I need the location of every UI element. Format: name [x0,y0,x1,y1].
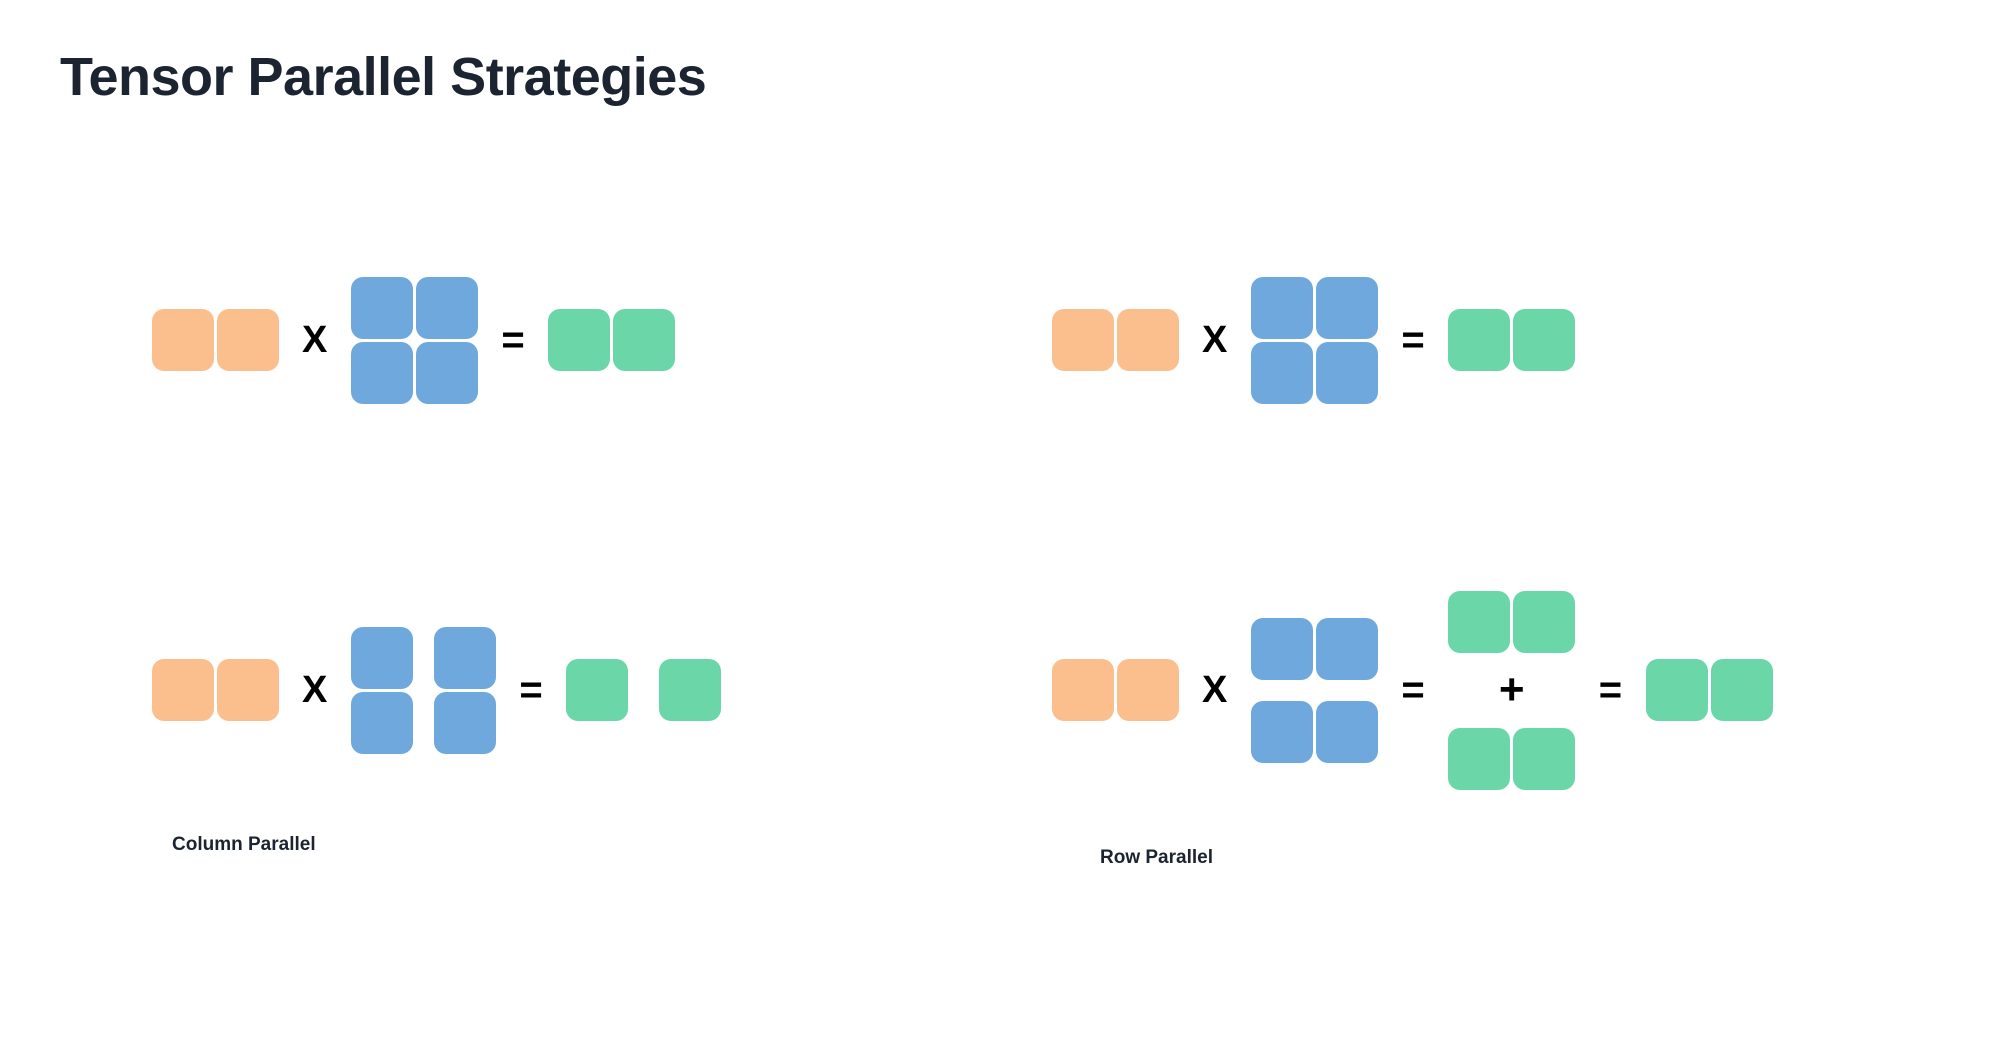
matrix-cell-blue [1315,276,1378,339]
matrix-row [1447,589,1577,654]
matrix-partial-output-bottom [1447,726,1577,791]
matrix-input-activation [1050,658,1180,723]
matrix-cell-green [1513,727,1576,790]
matrix-cell-green [659,659,722,721]
matrix-row [1050,658,1180,723]
matrix-row [1249,699,1379,764]
matrix-row [1447,726,1577,791]
diagram-column-parallel-unsharded: X = [150,270,677,410]
matrix-input-activation [150,308,280,373]
matrix-row [150,308,280,373]
page-title: Tensor Parallel Strategies [60,47,707,107]
matrix-cell-blue [1315,617,1378,680]
matrix-cell-blue [1250,700,1313,763]
matrix-cell-blue [350,626,413,689]
matrix-cell-green [566,659,629,721]
matrix-output-activation [547,308,677,373]
matrix-output-activation [1447,308,1577,373]
operator-equals: = [1401,668,1425,712]
operator-multiply: X [1202,669,1228,711]
operator-plus: + [1498,665,1525,714]
matrix-input-activation [1050,308,1180,373]
matrix-cell-green [1710,659,1773,721]
matrix-cell-orange [1116,309,1179,371]
matrix-cell-green [1448,590,1511,653]
matrix-cell-orange [216,659,279,721]
matrix-weights-row-sharded [1249,616,1379,764]
operator-multiply: X [302,669,328,711]
matrix-cell-blue [1315,700,1378,763]
matrix-row [150,658,280,723]
matrix-cell-orange [1116,659,1179,721]
operator-equals: = [519,668,543,712]
matrix-cell-green [1448,309,1511,371]
matrix-cell-blue [433,626,496,689]
matrix-row [349,275,479,340]
matrix-input-activation [150,658,280,723]
caption-column-parallel: Column Parallel [172,834,316,855]
matrix-cell-green [1448,727,1511,790]
matrix-row [565,658,723,723]
matrix-cell-blue [1250,276,1313,339]
matrix-cell-orange [1051,309,1114,371]
matrix-row [1249,275,1379,340]
caption-row-parallel: Row Parallel [1100,847,1213,868]
matrix-row [547,308,677,373]
matrix-weights [349,275,479,405]
matrix-cell-orange [151,309,214,371]
matrix-row [1447,308,1577,373]
diagram-column-parallel-sharded: X = [150,620,723,760]
matrix-cell-green [1645,659,1708,721]
matrix-output-column-sharded [565,658,723,723]
equation-row: X = [1050,270,1577,410]
operator-multiply: X [302,319,328,361]
operator-equals-final: = [1598,668,1623,712]
matrix-cell-blue [415,341,478,404]
matrix-cell-green [613,309,676,371]
operator-multiply: X [1202,319,1228,361]
matrix-cell-green [1513,309,1576,371]
matrix-cell-green [548,309,611,371]
matrix-cell-orange [151,659,214,721]
matrix-cell-orange [216,309,279,371]
matrix-cell-blue [1250,617,1313,680]
matrix-row [349,690,497,755]
operator-equals: = [501,318,525,362]
matrix-row [1249,616,1379,681]
equation-row: X = [150,270,677,410]
matrix-cell-orange [1051,659,1114,721]
matrix-output-activation-reduced [1644,658,1774,723]
matrix-row [1644,658,1774,723]
equation-row: X = + [1050,590,1774,790]
matrix-weights-column-sharded [349,625,497,755]
matrix-cell-blue [350,276,413,339]
matrix-cell-blue [415,276,478,339]
matrix-cell-green [1513,590,1576,653]
partial-sum-stack: + [1447,589,1577,791]
diagram-row-parallel-unsharded: X = [1050,270,1577,410]
matrix-cell-blue [350,341,413,404]
equation-row: X = [150,620,723,760]
matrix-row [1249,340,1379,405]
matrix-cell-blue [1315,341,1378,404]
matrix-row [349,340,479,405]
matrix-row [349,625,497,690]
matrix-cell-blue [350,691,413,754]
matrix-weights [1249,275,1379,405]
matrix-partial-output-top [1447,589,1577,654]
matrix-cell-blue [1250,341,1313,404]
matrix-cell-blue [433,691,496,754]
matrix-row [1050,308,1180,373]
diagram-row-parallel-sharded: X = + [1050,590,1774,790]
operator-equals: = [1401,318,1425,362]
